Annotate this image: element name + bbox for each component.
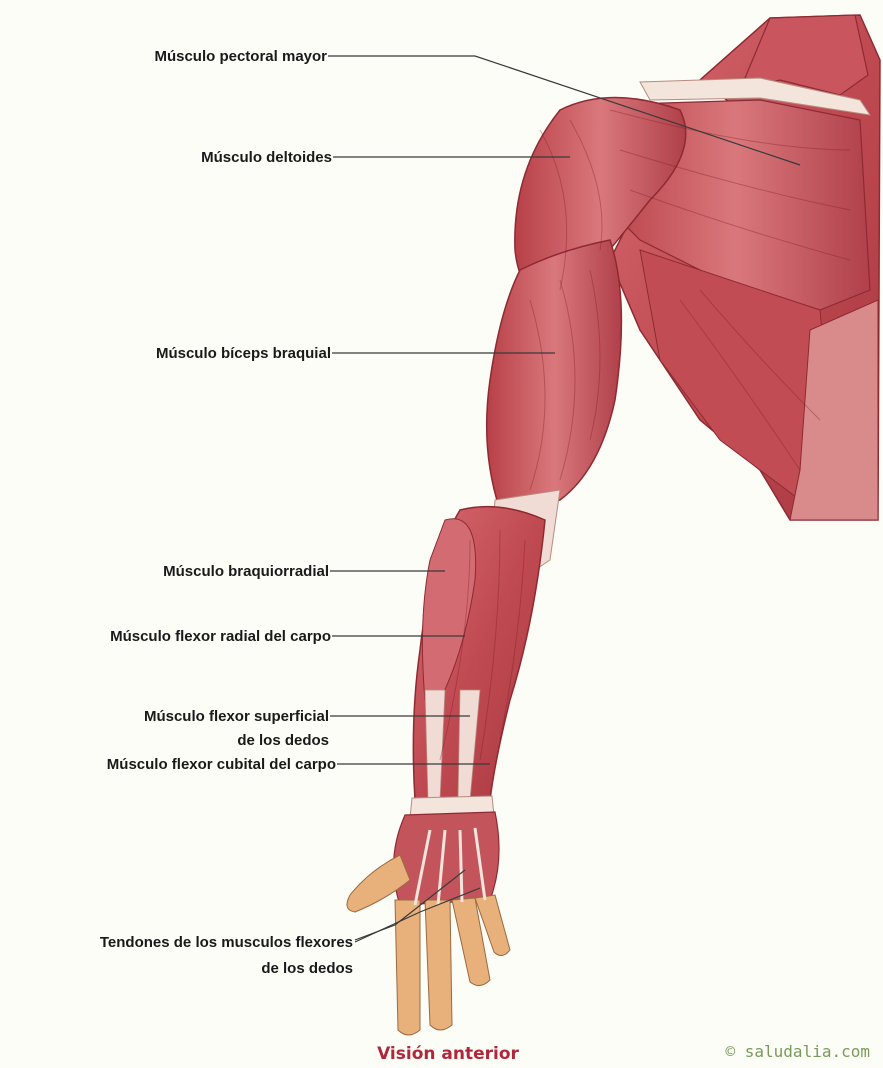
finger-index	[395, 900, 420, 1035]
label-flexor-superficial-line2: de los dedos	[237, 732, 329, 749]
caption: Visión anterior	[377, 1044, 519, 1064]
label-tendones-line1: Tendones de los musculos flexores	[100, 934, 353, 951]
label-flexor-radial: Músculo flexor radial del carpo	[110, 628, 331, 645]
finger-middle	[425, 900, 452, 1030]
labels: Músculo pectoral mayor Músculo deltoides…	[100, 48, 353, 977]
biceps-muscle	[487, 240, 622, 510]
label-biceps: Músculo bíceps braquial	[156, 345, 331, 362]
label-pectoral: Músculo pectoral mayor	[154, 48, 327, 65]
label-tendones-line2: de los dedos	[261, 960, 353, 977]
label-flexor-cubital: Músculo flexor cubital del carpo	[107, 756, 336, 773]
label-flexor-superficial-line1: Músculo flexor superficial	[144, 708, 329, 725]
arm-illustration	[347, 15, 880, 1035]
credit: © saludalia.com	[726, 1042, 871, 1061]
label-deltoides: Músculo deltoides	[201, 149, 332, 166]
label-braquiorradial: Músculo braquiorradial	[163, 563, 329, 580]
